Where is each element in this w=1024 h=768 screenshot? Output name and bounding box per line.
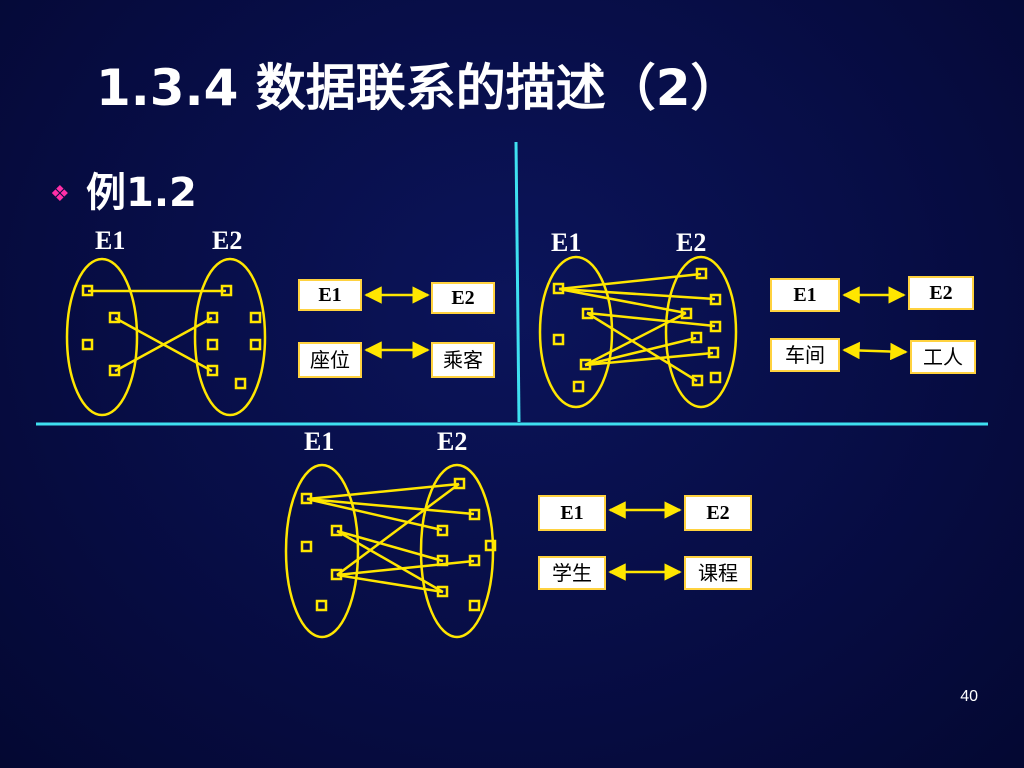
- one-to-one-diagram: [65, 257, 430, 417]
- d2-e1-element: [581, 307, 594, 320]
- d3-e2-element: [436, 554, 449, 567]
- vertical-divider: [514, 141, 521, 423]
- d2-link: [584, 311, 687, 367]
- d2-legend-workshop-box: 车间: [770, 338, 840, 372]
- d3-e2-element: [436, 585, 449, 598]
- d3-e1-element: [300, 492, 313, 505]
- d2-link: [558, 287, 716, 301]
- d1-e2-element: [206, 338, 219, 351]
- d3-legend-course-box: 课程: [684, 556, 752, 590]
- d2-e2-element: [695, 267, 708, 280]
- d1-e1-ellipse: [65, 257, 139, 417]
- d3-link: [336, 529, 444, 563]
- d2-legend-worker-box: 工人: [910, 340, 976, 374]
- d2-link: [584, 336, 697, 367]
- d2-link: [558, 287, 687, 315]
- d3-legend-e2-box: E2: [684, 495, 752, 531]
- d3-e1-ellipse: [284, 463, 360, 639]
- d3-link: [306, 482, 460, 501]
- d3-e2-element: [436, 524, 449, 537]
- d3-legend-e1-box: E1: [538, 495, 606, 531]
- d1-e1-element: [81, 284, 94, 297]
- d3-e2-element: [484, 539, 497, 552]
- d1-e1-element: [108, 311, 121, 324]
- d1-legend-e2-box: E2: [431, 282, 495, 314]
- d2-link: [586, 311, 716, 328]
- d1-e2-element: [206, 311, 219, 324]
- d3-e2-element: [468, 554, 481, 567]
- d3-link: [336, 529, 444, 594]
- d1-legend-seat-box: 座位: [298, 342, 362, 378]
- d1-e1-element: [108, 364, 121, 377]
- page-number: 40: [960, 688, 978, 705]
- d3-link: [336, 573, 444, 594]
- d1-legend-e1-box: E1: [298, 279, 362, 311]
- d2-e1-element: [552, 333, 565, 346]
- d3-e1-element: [330, 568, 343, 581]
- d1-e2-element: [220, 284, 233, 297]
- d3-e2-label: E2: [437, 427, 468, 456]
- d2-legend-e2-box: E2: [908, 276, 974, 310]
- d3-e1-element: [330, 524, 343, 537]
- d1-e2-element: [234, 377, 247, 390]
- d2-e2-element: [690, 331, 703, 344]
- d3-link: [306, 497, 443, 532]
- d1-e2-element: [249, 311, 262, 324]
- d2-e1-label: E1: [551, 228, 582, 257]
- d2-legend-e1-box: E1: [770, 278, 840, 312]
- d1-legend-passenger-box: 乘客: [431, 342, 495, 378]
- d2-e1-element: [552, 282, 565, 295]
- d2-e1-ellipse: [538, 255, 614, 409]
- many-to-many-diagram: [284, 463, 682, 639]
- d2-link: [584, 351, 714, 367]
- d2-e2-element: [680, 307, 693, 320]
- d2-legend-arrow: [842, 341, 908, 361]
- d2-e2-ellipse: [664, 255, 738, 409]
- d2-e2-element: [709, 293, 722, 306]
- d2-e2-element: [709, 371, 722, 384]
- d3-e1-element: [300, 540, 313, 553]
- d1-e1-label: E1: [95, 226, 126, 255]
- example-label: 例1.2: [86, 170, 197, 216]
- d2-e1-element: [572, 380, 585, 393]
- d1-e1-element: [81, 338, 94, 351]
- d3-e2-element: [468, 508, 481, 521]
- d1-e2-element: [206, 364, 219, 377]
- d1-e2-label: E2: [212, 226, 243, 255]
- d3-e1-element: [315, 599, 328, 612]
- d3-e2-element: [453, 477, 466, 490]
- d3-link: [336, 482, 460, 577]
- d2-link: [586, 311, 698, 383]
- d2-link: [558, 272, 702, 291]
- one-to-many-diagram: [538, 255, 908, 409]
- d3-legend-student-box: 学生: [538, 556, 606, 590]
- d1-e2-element: [249, 338, 262, 351]
- diamond-bullet-icon: ❖: [50, 182, 70, 207]
- d1-e2-ellipse: [193, 257, 267, 417]
- d3-e2-element: [468, 599, 481, 612]
- d2-e2-element: [707, 346, 720, 359]
- d3-link: [336, 559, 475, 577]
- slide-title: 1.3.4 数据联系的描述（2）: [96, 59, 741, 117]
- d2-e2-label: E2: [676, 228, 707, 257]
- d2-e2-element: [691, 374, 704, 387]
- d1-link: [114, 316, 213, 373]
- d2-e2-element: [709, 320, 722, 333]
- d3-link: [306, 497, 475, 516]
- d3-e1-label: E1: [304, 427, 335, 456]
- d3-e2-ellipse: [419, 463, 495, 639]
- d2-e1-element: [579, 358, 592, 371]
